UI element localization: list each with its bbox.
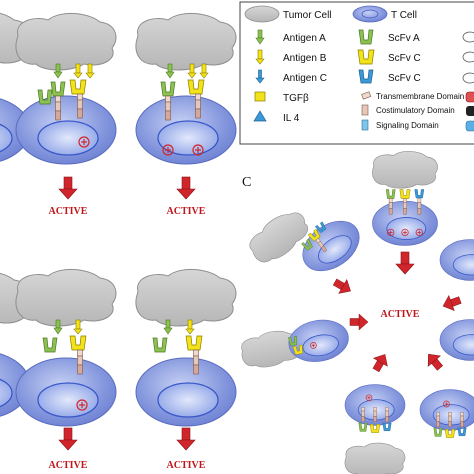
scenario-top-1: ACTIVE — [15, 12, 117, 217]
scenario-bottom-2: ACTIVE — [135, 268, 237, 471]
legend-transmembrane-icon — [361, 91, 372, 100]
legend-il4-label: IL 4 — [283, 113, 300, 124]
legend-tcell-icon — [352, 5, 388, 23]
panel-c: ACTIVE — [238, 151, 474, 474]
legend-antigen-a-label: Antigen A — [283, 33, 326, 44]
active-label: ACTIVE — [49, 460, 88, 471]
legend: Tumor Cell T Cell Antigen A Antigen B An… — [239, 1, 474, 145]
legend-transmembrane-label: Transmembrane Domain — [376, 92, 464, 101]
scenario-bottom-1: ACTIVE — [15, 268, 117, 471]
scenario-top-2: ACTIVE — [135, 12, 237, 217]
panel-c-label: C — [242, 175, 251, 190]
active-label-center: ACTIVE — [381, 309, 420, 320]
legend-tumor-label: Tumor Cell — [283, 10, 332, 21]
legend-costim-icon — [361, 104, 369, 116]
legend-tgfb-icon — [254, 91, 266, 102]
legend-tgfb-label: TGFβ — [283, 93, 309, 104]
legend-scfv-a-label: ScFv A — [388, 33, 420, 44]
active-label: ACTIVE — [167, 460, 206, 471]
legend-frame — [239, 1, 474, 145]
legend-right-symbols — [462, 31, 474, 132]
legend-scfv-c1-label: ScFv C — [388, 53, 421, 64]
active-label: ACTIVE — [49, 206, 88, 217]
active-label: ACTIVE — [167, 206, 206, 217]
legend-tumor-icon — [244, 5, 280, 23]
legend-tcell-label: T Cell — [391, 10, 417, 21]
legend-signaling-icon — [361, 119, 369, 131]
legend-signaling-label: Signaling Domain — [376, 121, 439, 130]
legend-costim-label: Costimulatory Domain — [376, 106, 455, 115]
legend-scfv-c2-label: ScFv C — [388, 73, 421, 84]
legend-il4-icon — [253, 110, 267, 122]
legend-antigen-b-label: Antigen B — [283, 53, 327, 64]
legend-antigen-c-label: Antigen C — [283, 73, 327, 84]
